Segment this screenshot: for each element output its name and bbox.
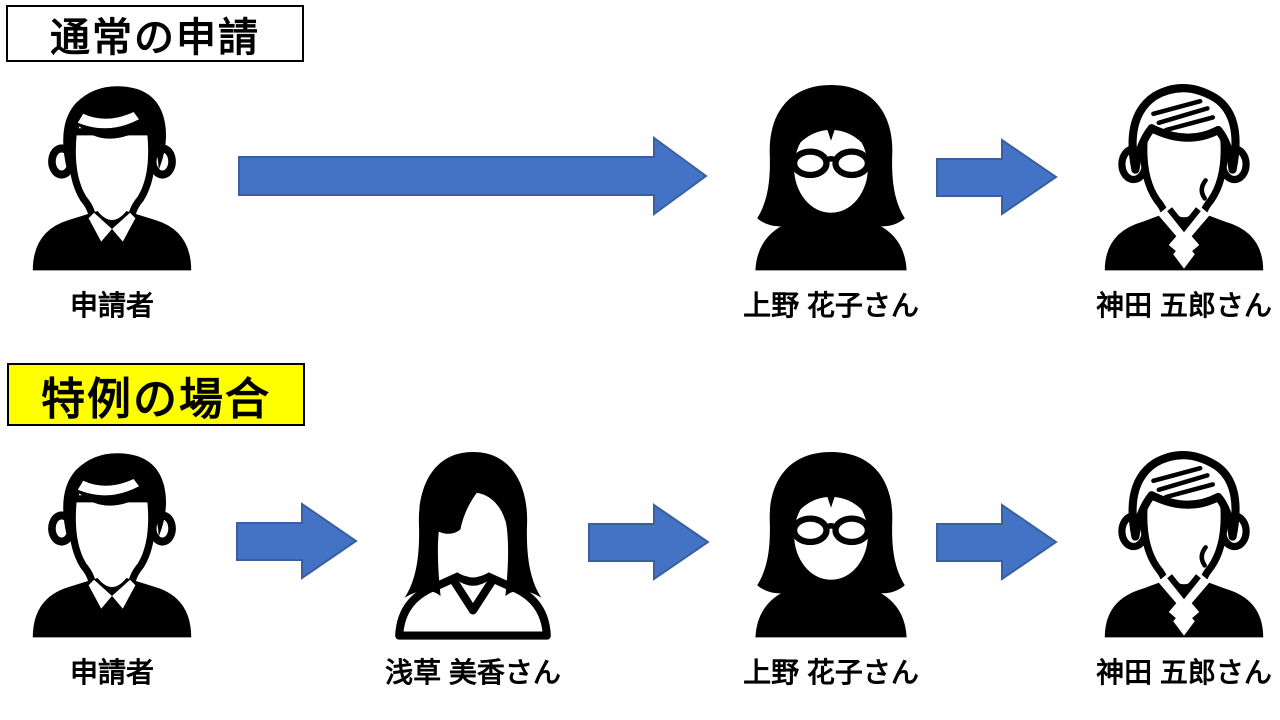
figure-label-kanda-special: 神田 五郎さん (1096, 657, 1272, 688)
businessman-icon (22, 443, 202, 641)
figure-label-asakusa-special: 浅草 美香さん (385, 657, 561, 688)
elderly-man-icon (1094, 443, 1274, 641)
figure-applicant-special: 申請者 (22, 443, 202, 691)
figure-kanda-special: 神田 五郎さん (1094, 443, 1274, 691)
figure-label-applicant-special: 申請者 (69, 657, 154, 688)
section-title-normal: 通常の申請 (6, 5, 304, 62)
woman-glasses-icon (741, 76, 921, 274)
short-right-arrow-icon (936, 138, 1058, 216)
young-woman-icon (383, 443, 563, 641)
long-right-arrow-icon (238, 136, 708, 216)
figure-ueno-normal: 上野 花子さん (741, 76, 921, 324)
section-title-normal-label: 通常の申請 (50, 15, 260, 60)
figure-ueno-special: 上野 花子さん (741, 443, 921, 691)
businessman-icon (22, 76, 202, 274)
section-title-special-label: 特例の場合 (41, 374, 271, 424)
figure-label-ueno-normal: 上野 花子さん (743, 290, 919, 321)
figure-applicant-normal: 申請者 (22, 76, 202, 324)
figure-label-applicant-normal: 申請者 (69, 290, 154, 321)
figure-label-ueno-special: 上野 花子さん (743, 657, 919, 688)
figure-asakusa-special: 浅草 美香さん (383, 443, 563, 691)
woman-glasses-icon (741, 443, 921, 641)
short-right-arrow-icon (588, 503, 710, 581)
figure-label-kanda-normal: 神田 五郎さん (1096, 290, 1272, 321)
section-title-special: 特例の場合 (7, 363, 305, 426)
figure-kanda-normal: 神田 五郎さん (1094, 76, 1274, 324)
short-right-arrow-icon (236, 502, 358, 580)
short-right-arrow-icon (936, 503, 1058, 581)
elderly-man-icon (1094, 76, 1274, 274)
